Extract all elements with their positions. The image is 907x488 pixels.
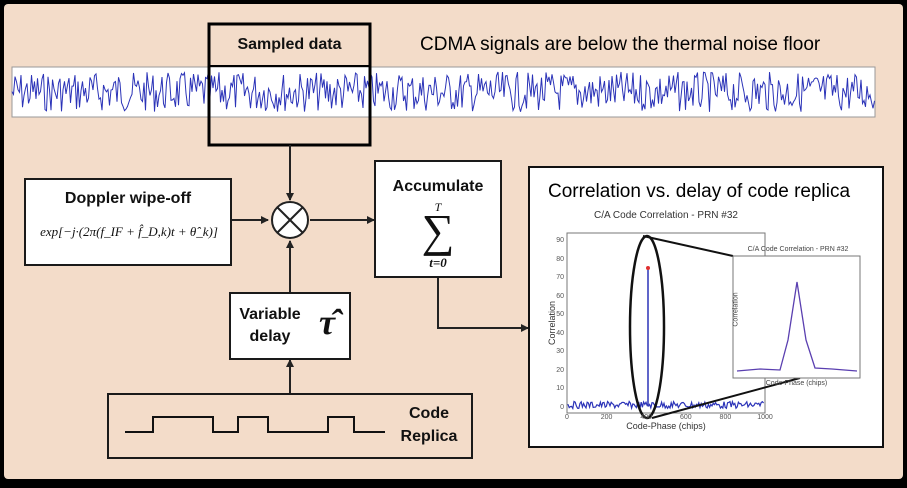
sum-lower-limit: t=0 xyxy=(429,255,447,270)
main-plot-ylabel: Correlation xyxy=(547,300,557,346)
correlation-caption: Correlation vs. delay of code replica xyxy=(548,181,851,202)
noise-floor-caption: CDMA signals are below the thermal noise… xyxy=(420,34,821,55)
inset-correlation-curve xyxy=(736,281,858,372)
variable-delay-line2: delay xyxy=(249,328,291,345)
code-replica-box: Code Replica xyxy=(107,393,473,459)
correlation-noise-floor xyxy=(567,399,765,411)
accumulate-title: Accumulate xyxy=(392,178,484,195)
inset-plot-title: C/A Code Correlation - PRN #32 xyxy=(747,246,849,253)
ytick-label: 10 xyxy=(556,385,564,392)
main-plot-title: C/A Code Correlation - PRN #32 xyxy=(594,210,738,221)
ytick-label: 70 xyxy=(556,274,564,281)
arrow-accumulate-to-plot xyxy=(437,278,529,332)
inset-plot-ylabel: Correlation xyxy=(732,292,740,327)
ytick-label: 30 xyxy=(556,348,564,355)
noise-signal xyxy=(11,71,875,113)
doppler-wipeoff-box: Doppler wipe-off exp[−j·(2π(f_IF + f̂_D,… xyxy=(24,178,232,266)
xtick-label: 800 xyxy=(719,414,732,421)
xtick-label: 600 xyxy=(679,414,692,421)
correlation-peak-marker xyxy=(646,266,650,270)
tau-hat-symbol: τ̂ xyxy=(319,302,335,342)
multiply-circle-icon xyxy=(271,201,309,239)
variable-delay-line1: Variable xyxy=(239,306,301,323)
noise-strip xyxy=(11,66,876,118)
ytick-label: 90 xyxy=(556,237,564,244)
ytick-label: 40 xyxy=(556,329,564,337)
inset-plot-axes xyxy=(732,255,861,379)
zoom-line-top xyxy=(642,235,734,257)
ytick-label: 80 xyxy=(556,255,564,263)
main-plot-xlabel: Code-Phase (chips) xyxy=(626,421,706,431)
ytick-label: 60 xyxy=(556,292,564,300)
ytick-label: 50 xyxy=(556,311,564,318)
sum-symbol: ∑ xyxy=(421,205,455,256)
sampled-data-label: Sampled data xyxy=(237,36,342,53)
doppler-formula: exp[−j·(2π(f_IF + f̂_D,k)t + θ̂_k)] xyxy=(40,224,218,239)
xtick-label: 200 xyxy=(600,414,613,421)
sum-upper-limit: T xyxy=(434,200,442,214)
ytick-label: 0 xyxy=(560,403,564,411)
zoom-line-bottom xyxy=(651,377,801,419)
xtick-label: 400 xyxy=(640,414,653,421)
ytick-label: 20 xyxy=(556,366,564,374)
code-replica-line2: Replica xyxy=(400,428,458,445)
code-replica-line1: Code xyxy=(409,405,449,422)
doppler-title: Doppler wipe-off xyxy=(64,190,192,207)
accumulate-box: Accumulate T ∑ t=0 xyxy=(374,160,502,278)
xtick-label: 0 xyxy=(565,414,569,421)
square-wave-signal xyxy=(125,416,385,433)
inset-plot-xlabel: Code Phase (chips) xyxy=(765,380,828,387)
xtick-label: 1000 xyxy=(757,414,773,421)
variable-delay-box: Variable delay τ̂ xyxy=(229,292,351,360)
